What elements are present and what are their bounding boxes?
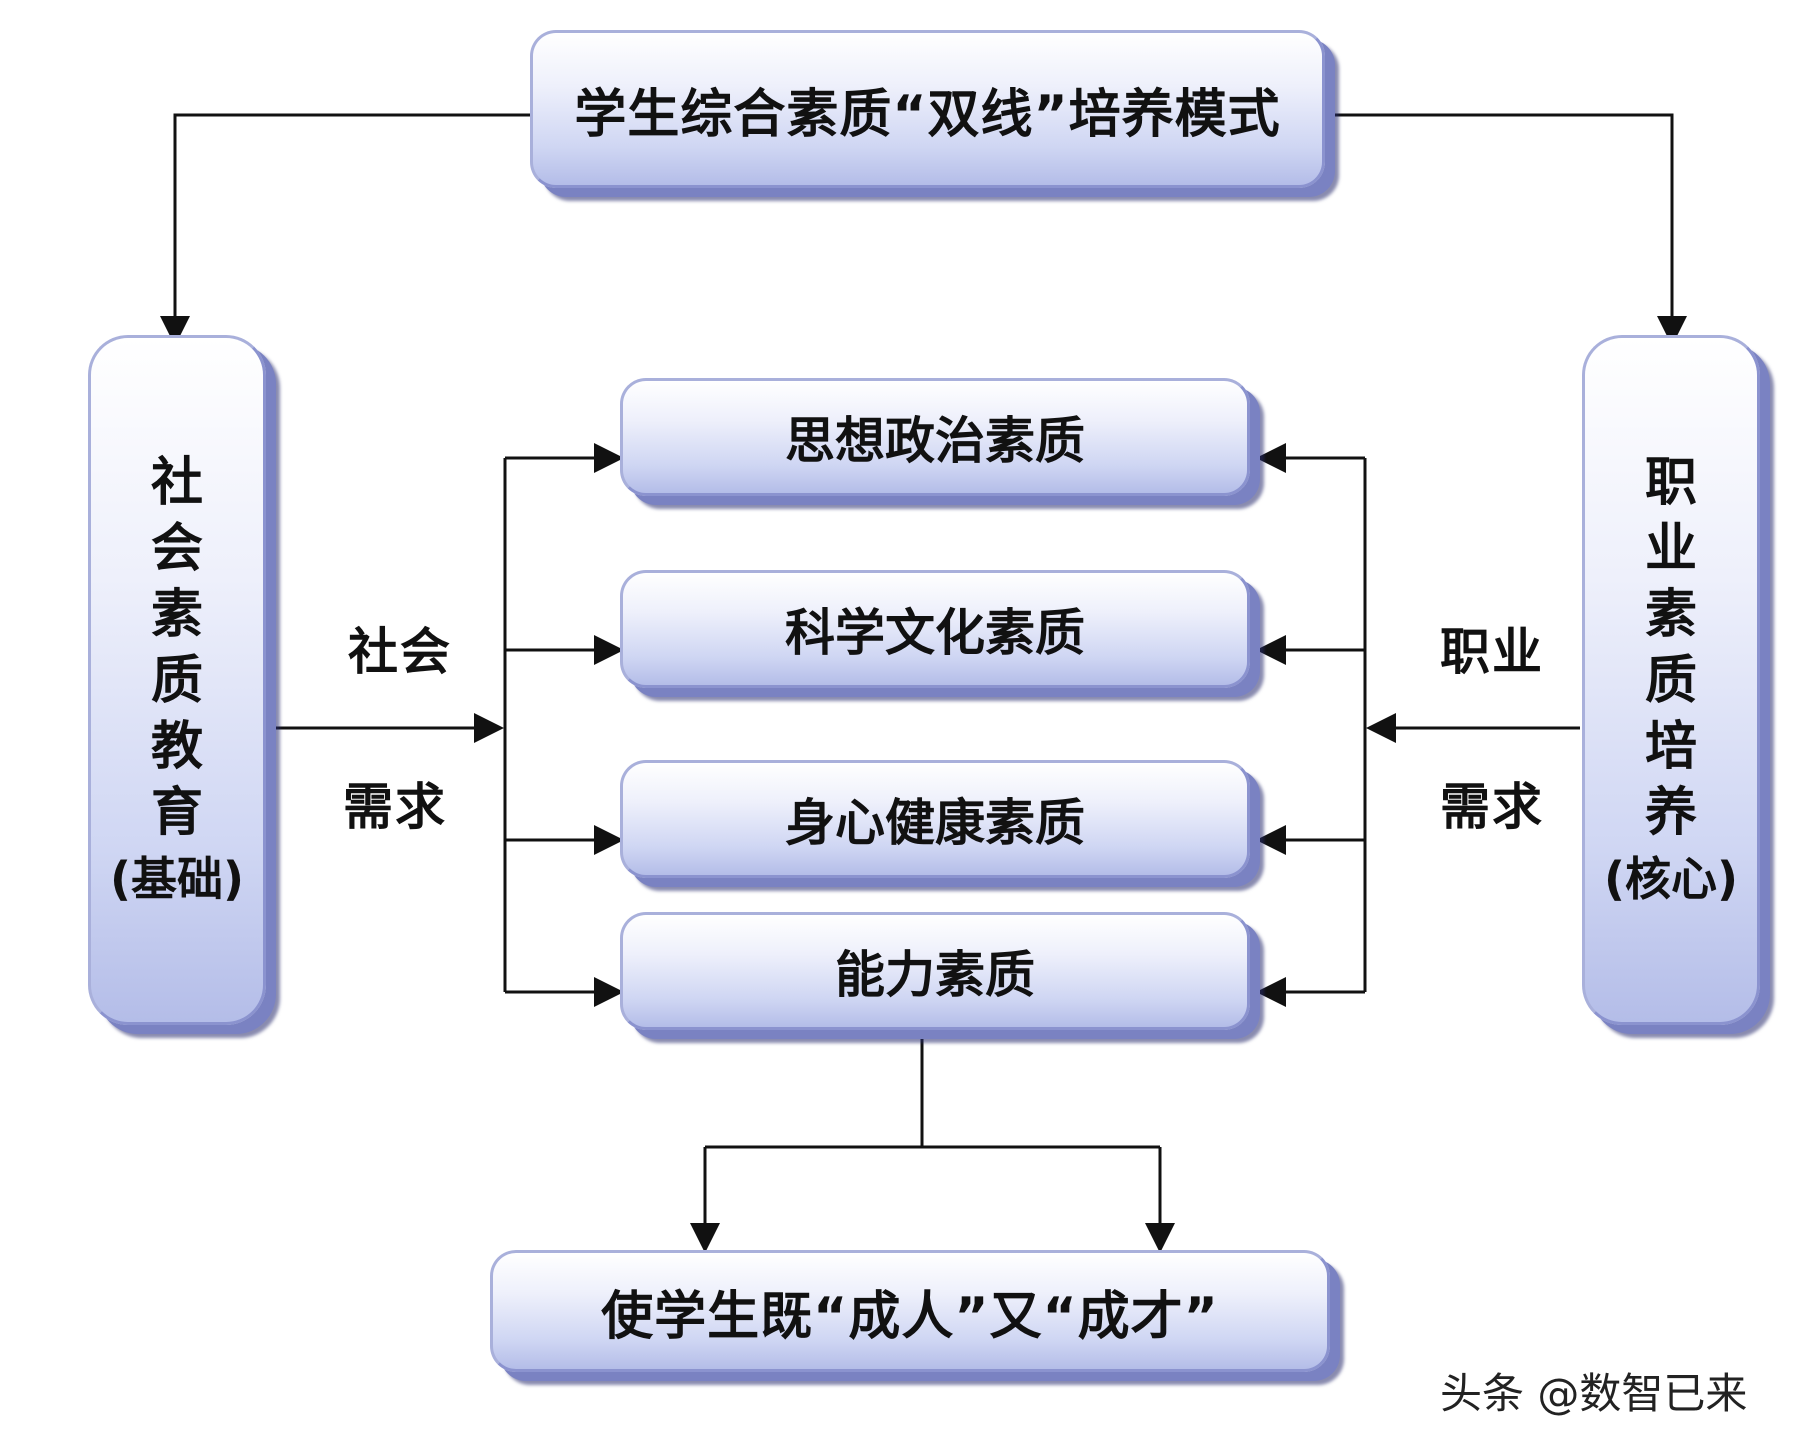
left-label-society: 社会: [348, 623, 452, 681]
left-char-6: 育: [150, 783, 203, 843]
quality-box-health: 身心健康素质: [620, 760, 1250, 878]
right-char-2: 业: [1644, 519, 1697, 579]
arrow-title-to-left: [160, 113, 530, 346]
right-label-vocation: 职业: [1440, 623, 1544, 681]
quality-box-political: 思想政治素质: [620, 378, 1250, 496]
title-box-text: 学生综合素质“双线”培养模式: [574, 84, 1281, 145]
left-char-2: 会: [150, 519, 203, 579]
right-char-5: 培: [1644, 717, 1697, 777]
right-column-sub: (核心): [1603, 852, 1739, 906]
quality-label: 科学文化素质: [785, 604, 1085, 662]
result-box-text: 使学生既“成人”又“成才”: [601, 1286, 1219, 1347]
quality-label: 能力素质: [835, 946, 1035, 1004]
quality-box-ability: 能力素质: [620, 912, 1250, 1030]
left-label-demand: 需求: [343, 778, 447, 836]
vocational-quality-training-box: 职 业 素 质 培 养 (核心): [1582, 335, 1760, 1025]
right-label-demand: 需求: [1440, 778, 1544, 836]
left-char-4: 质: [150, 651, 203, 711]
right-char-4: 质: [1644, 651, 1697, 711]
left-char-5: 教: [150, 717, 203, 777]
quality-box-scientific: 科学文化素质: [620, 570, 1250, 688]
arrow-title-to-right: [1325, 113, 1687, 346]
left-column-sub: (基础): [109, 852, 245, 906]
left-char-1: 社: [150, 453, 203, 513]
right-char-3: 素: [1644, 585, 1697, 645]
quality-label: 身心健康素质: [785, 794, 1085, 852]
watermark: 头条 @数智已来: [1440, 1369, 1748, 1418]
result-box: 使学生既“成人”又“成才”: [490, 1250, 1330, 1372]
right-char-1: 职: [1644, 453, 1697, 513]
right-char-6: 养: [1644, 783, 1697, 843]
quality-label: 思想政治素质: [785, 412, 1085, 470]
social-quality-education-box: 社 会 素 质 教 育 (基础): [88, 335, 266, 1025]
title-box: 学生综合素质“双线”培养模式: [530, 30, 1325, 188]
left-char-3: 素: [150, 585, 203, 645]
